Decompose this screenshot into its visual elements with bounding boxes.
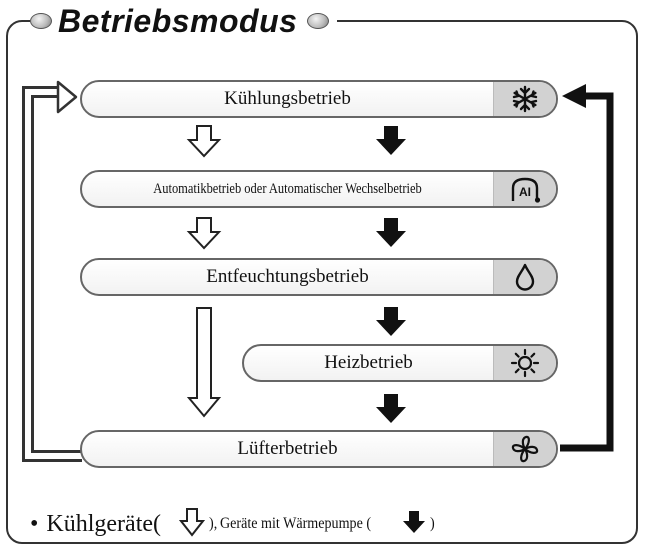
page-title: Betriebsmodus <box>58 2 298 39</box>
legend: • Kühlgeräte( ), Geräte mit Wärmepumpe (… <box>30 507 435 541</box>
mode-dehumidify-label: Entfeuchtungsbetrieb <box>206 266 369 287</box>
legend-bullet: • <box>30 510 39 537</box>
left-return-line-inner <box>25 89 82 459</box>
water-drop-icon <box>493 260 556 294</box>
hollow-arrow-2 <box>186 217 222 250</box>
solid-arrow-3 <box>376 307 406 336</box>
hollow-arrow-long <box>186 307 222 418</box>
right-return-arrowhead <box>562 84 586 108</box>
svg-text:AI: AI <box>519 185 531 199</box>
mode-heating: Heizbetrieb <box>242 344 558 382</box>
left-return-line-outer <box>22 86 82 462</box>
right-return-line <box>560 92 614 452</box>
title-right-dot-icon <box>307 13 330 29</box>
mode-auto-label: Automatikbetrieb oder Automatischer Wech… <box>153 180 422 197</box>
legend-cooling-close: ), <box>209 515 218 532</box>
solid-arrow-2 <box>376 218 406 247</box>
mode-auto: Automatikbetrieb oder Automatischer Wech… <box>80 170 558 208</box>
legend-hollow-arrow-icon <box>178 507 206 542</box>
mode-cooling-label: Kühlungsbetrieb <box>224 88 351 109</box>
title-bar: Betriebsmodus <box>30 2 338 40</box>
left-return-arrowhead <box>56 80 78 114</box>
hollow-arrow-1 <box>186 125 222 158</box>
sun-icon <box>493 346 556 380</box>
mode-fan: Lüfterbetrieb <box>80 430 558 468</box>
mode-dehumidify: Entfeuchtungsbetrieb <box>80 258 558 296</box>
snowflake-icon <box>493 82 556 116</box>
legend-cooling-label: Kühlgeräte( <box>46 510 162 537</box>
legend-solid-arrow-icon <box>402 509 426 540</box>
legend-heatpump-close: ) <box>429 515 435 532</box>
solid-arrow-1 <box>376 126 406 155</box>
solid-arrow-4 <box>376 394 406 423</box>
fan-icon <box>493 432 556 466</box>
ai-auto-icon: AI <box>493 172 556 206</box>
mode-heating-label: Heizbetrieb <box>324 352 413 373</box>
mode-cooling: Kühlungsbetrieb <box>80 80 558 118</box>
legend-heatpump-label: Geräte mit Wärmepumpe ( <box>220 515 372 532</box>
mode-fan-label: Lüfterbetrieb <box>237 438 338 459</box>
title-left-dot-icon <box>30 13 52 29</box>
